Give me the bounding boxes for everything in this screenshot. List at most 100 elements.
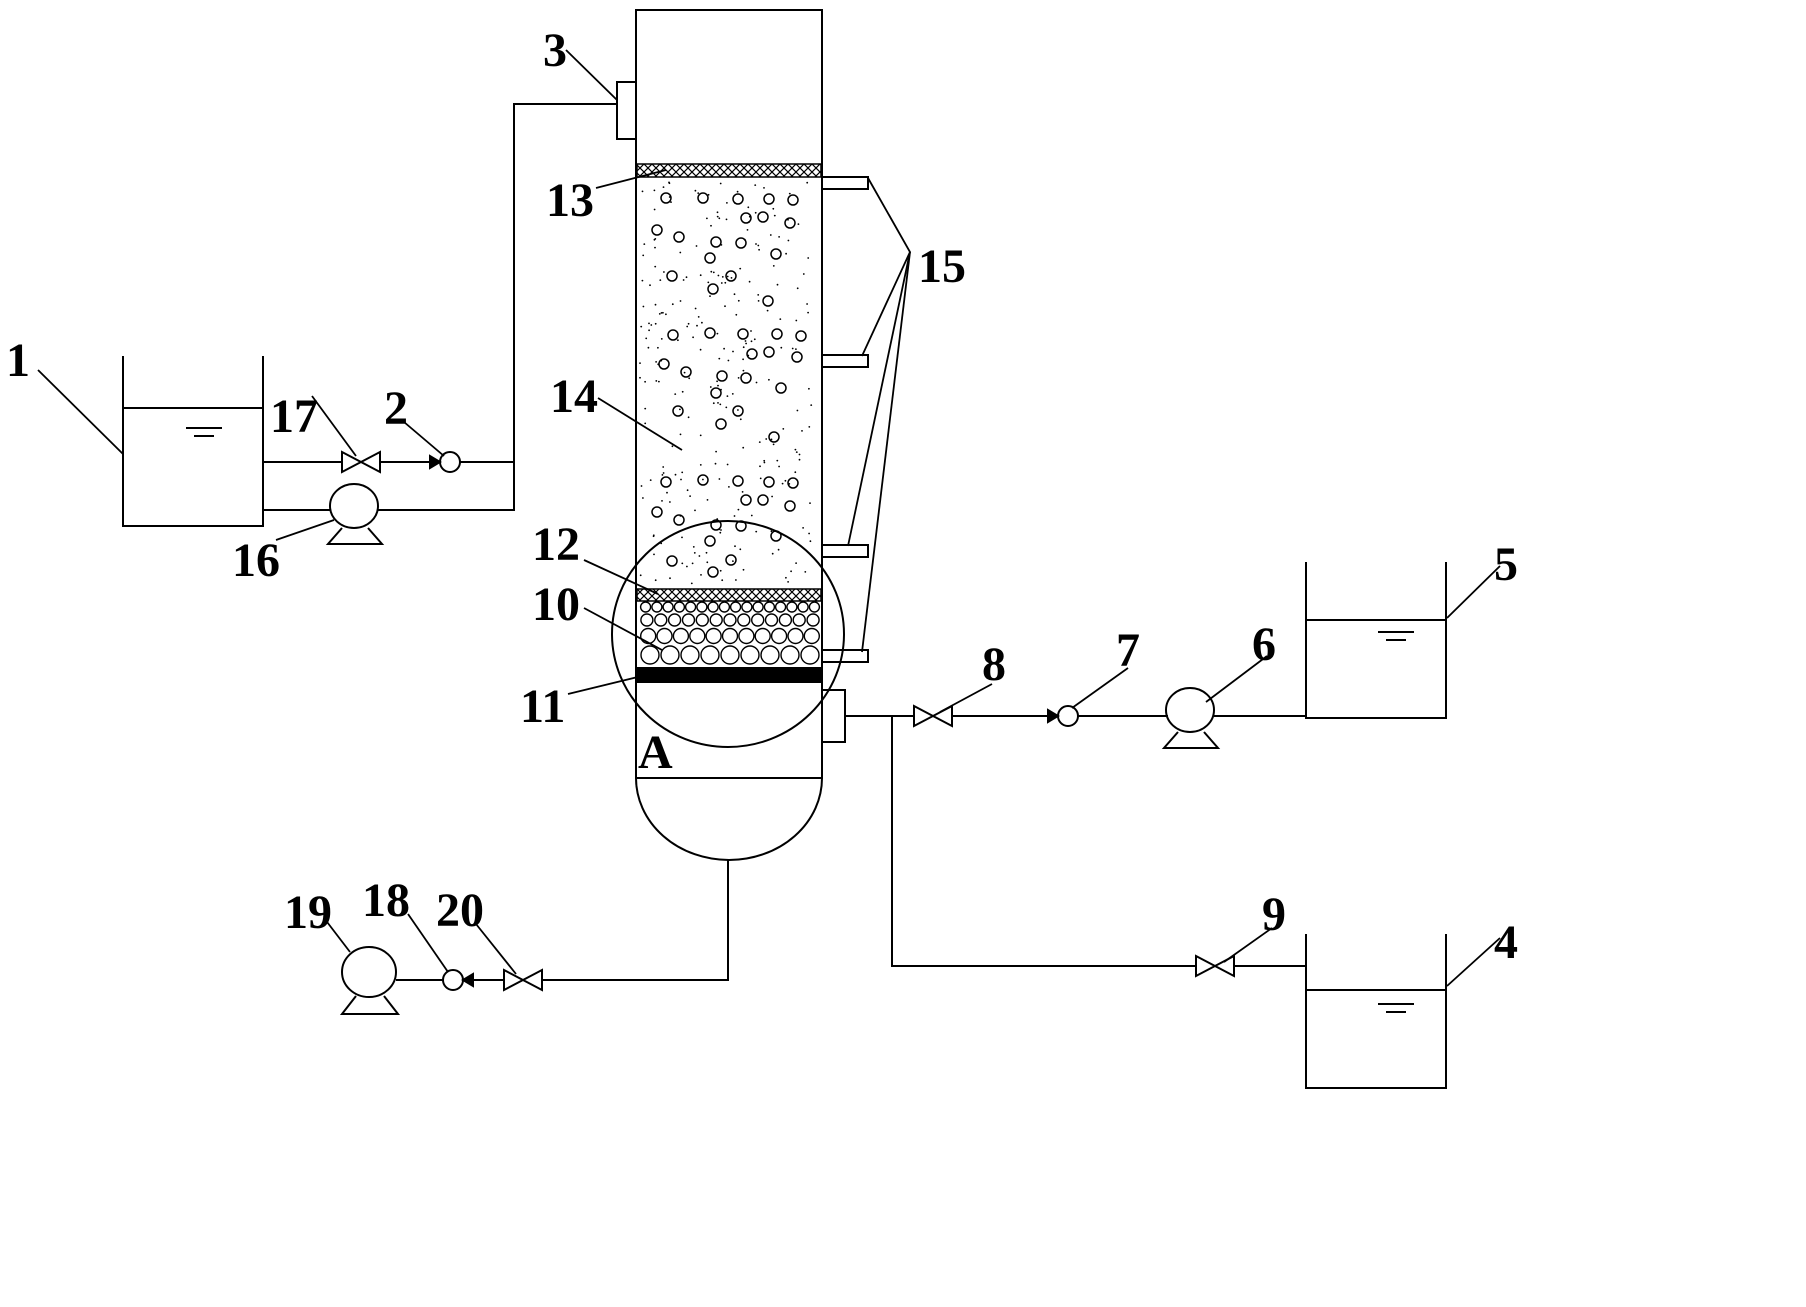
gravel-stone [760,645,780,665]
packing-dot [666,491,668,494]
packing-dot [743,238,746,241]
gravel-stone [639,601,652,613]
packing-dot [717,384,719,387]
packing-dot [694,509,696,512]
packing-dot [734,545,736,548]
packing-dot [694,189,697,192]
packing-dot [697,316,700,318]
packing-dot [754,211,757,214]
gravel-stone [786,601,798,613]
packing-dot [748,215,751,218]
valve-17 [341,450,381,474]
gravel-stone [707,601,719,613]
packing-dot [683,371,686,374]
packing-bubble [651,224,663,236]
gravel-stone [740,645,760,665]
gravel-stone [662,601,674,613]
packing-dot [652,535,655,538]
packing-dot [763,187,765,189]
packing-dot [765,438,768,440]
packing-dot [688,377,691,380]
packing-bubble [784,500,796,512]
packing-dot [709,386,712,388]
packing-dot [706,217,708,220]
gravel-stone [738,627,755,645]
packing-dot [809,502,811,504]
label-detail-a: A [638,726,673,779]
packing-dot [679,515,682,517]
packing-dot [653,208,656,211]
gravel-stone [723,613,737,627]
packing-dot [716,211,719,214]
packing-dot [700,574,702,576]
packing-bubble [710,519,722,531]
gravel-stone [680,645,700,665]
support-mesh-layer [636,588,822,602]
packing-dot [654,303,657,306]
packing-dot [689,495,691,497]
packing-dot [794,471,797,474]
packing-bubble [775,382,787,394]
packing-dot [668,196,671,198]
packing-dot [810,404,813,406]
packing-dot [771,552,774,555]
packing-dot [668,182,671,185]
packing-dot [809,540,812,543]
packing-dot [710,270,713,273]
packing-dot [739,418,742,421]
packing-bubble [673,514,685,526]
tank-4 [1305,934,1447,1089]
packing-dot [649,479,652,481]
packing-dot [706,561,709,564]
pump-6 [1161,687,1221,749]
packing-dot [662,472,665,474]
label-15: 15 [918,240,966,293]
gravel-stone [774,601,787,613]
packing-dot [732,560,734,562]
packing-dot [644,380,646,383]
packing-dot [650,324,653,326]
packing-bubble [791,351,803,363]
gravel-stone [741,601,753,613]
gravel-stone [752,601,764,613]
packing-dot [699,464,702,466]
packing-dot [721,276,724,278]
packing-dot [654,579,657,582]
packing-dot [731,393,734,395]
packing-dot [710,224,712,227]
packing-dot [742,568,745,571]
packing-dot [735,313,738,316]
packing-bubble [735,237,747,249]
packing-dot [748,221,750,223]
packing-dot [660,338,663,340]
packing-dot [795,562,797,564]
packing-dot [709,295,711,297]
gravel-stone [660,645,680,665]
packing-bubble [667,329,679,341]
packing-dot [748,280,751,283]
packing-dot [787,239,790,242]
packing-dot [807,311,809,314]
packing-bubble [725,554,737,566]
packing-dot [745,342,747,345]
packing-dot [653,553,655,556]
gravel-stone [800,645,820,665]
label-17: 17 [270,390,318,443]
packing-dot [797,223,800,226]
gravel-stone [696,601,708,613]
check-valve-7 [1047,705,1079,727]
packing-dot [644,422,647,425]
packing-dot [698,555,701,557]
packing-bubble [746,348,758,360]
tank-1 [122,356,264,527]
valve-20 [503,968,543,992]
packing-dot [696,324,698,327]
gravel-stone [770,627,788,645]
packing-dot [723,347,725,350]
packing-dot [739,267,742,270]
packing-dot [750,330,752,332]
packing-dot [716,518,719,520]
packing-dot [716,332,719,335]
packing-dot [648,329,650,332]
packing-bubble [673,231,685,243]
